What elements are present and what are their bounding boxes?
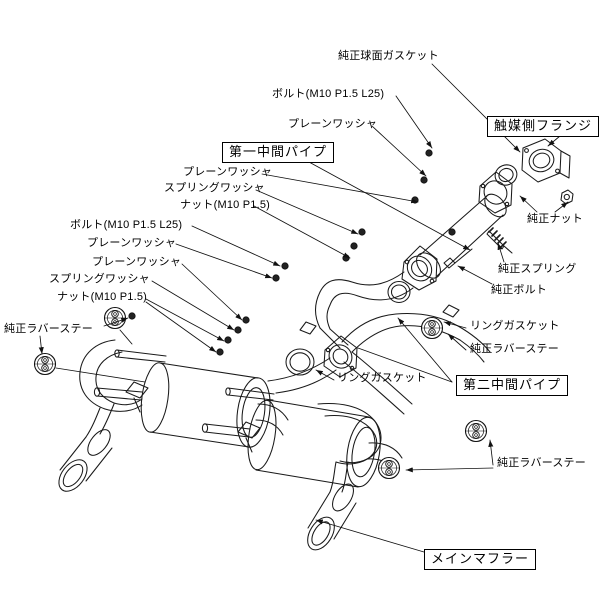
label-genuine-spherical-gasket: 純正球面ガスケット (338, 50, 439, 62)
label-genuine-rubber-stay-left: 純正ラバーステー (4, 323, 93, 335)
left-tailpipe (58, 339, 149, 492)
ring-gasket-center-part (285, 348, 315, 376)
label-bolt-m10-p15-l25-left: ボルト(M10 P1.5 L25) (70, 219, 183, 231)
first-middle-pipe-assembly (314, 171, 513, 378)
genuine-nut-part (560, 189, 574, 205)
label-nut-m10-p15-left: ナット(M10 P1.5) (57, 291, 148, 303)
spherical-gasket-ring (494, 164, 518, 186)
label-genuine-nut: 純正ナット (527, 213, 583, 225)
label-nut-m10-p15-upper: ナット(M10 P1.5) (180, 199, 271, 211)
boxed-label-catalyst-side-flange: 触媒側フランジ (487, 116, 600, 137)
label-genuine-rubber-stay-right-upper: 純正ラバーステー (470, 343, 559, 355)
leader-lines (38, 63, 569, 553)
left-muffler-canister (93, 349, 289, 448)
ring-gasket-right-part (387, 280, 411, 304)
label-genuine-rubber-stay-bottom: 純正ラバーステー (497, 457, 586, 469)
label-plain-washer-left-b: プレーンワッシャ (92, 256, 182, 268)
second-middle-pipe-assembly (267, 304, 491, 415)
label-ring-gasket-right: リングガスケット (470, 320, 560, 332)
catalyst-flange-part (521, 138, 571, 183)
rubber-stay-icons (33, 306, 488, 480)
label-genuine-bolt: 純正ボルト (491, 284, 547, 296)
label-spring-washer-upper: スプリングワッシャ (164, 182, 265, 194)
label-ring-gasket-center: リングガスケット (337, 372, 427, 384)
label-plain-washer-top: プレーンワッシャ (288, 118, 378, 130)
label-bolt-m10-p15-l25-top: ボルト(M10 P1.5 L25) (272, 88, 385, 100)
boxed-label-main-muffler: メインマフラー (424, 549, 537, 570)
right-muffler-canister (201, 387, 403, 488)
label-plain-washer-left-a: プレーンワッシャ (87, 237, 177, 249)
boxed-label-second-middle-pipe: 第二中間パイプ (456, 375, 569, 396)
right-tailpipe (237, 403, 382, 551)
boxed-label-first-middle-pipe: 第一中間パイプ (222, 142, 335, 163)
label-genuine-spring: 純正スプリング (498, 263, 577, 275)
label-plain-washer-upper: プレーンワッシャ (183, 166, 273, 178)
genuine-spring-part (486, 227, 513, 254)
label-spring-washer-left: スプリングワッシャ (49, 273, 150, 285)
